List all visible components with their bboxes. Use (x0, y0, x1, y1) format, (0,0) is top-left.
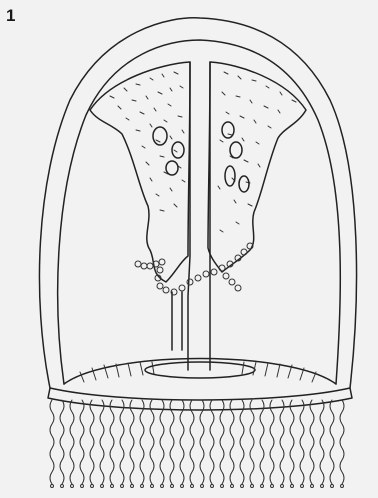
tentacle-tip (101, 485, 104, 488)
tentacle (240, 400, 244, 484)
gonad-stippling (110, 72, 296, 232)
outer-bell-outline (39, 18, 356, 388)
tentacle (90, 400, 94, 484)
tentacle (330, 400, 334, 484)
tentacle (140, 400, 144, 484)
tentacle (100, 400, 104, 484)
tentacle (290, 400, 294, 484)
tentacles (50, 400, 344, 488)
tentacle (270, 400, 274, 484)
tentacle (120, 400, 124, 484)
tentacle (210, 400, 214, 484)
gonad-left (90, 62, 190, 282)
tentacle-tip (111, 485, 114, 488)
velum-ring (145, 362, 255, 378)
manubrium (188, 62, 210, 370)
tentacle-tip (301, 485, 304, 488)
tentacle-tip (311, 485, 314, 488)
tentacle-tip (151, 485, 154, 488)
tentacle (320, 400, 324, 484)
inner-bell-outline (58, 40, 341, 384)
tentacle (180, 400, 184, 484)
tentacle-tip (331, 485, 334, 488)
tentacle-tip (61, 485, 64, 488)
tentacle (60, 400, 64, 484)
tentacle (80, 400, 84, 484)
tentacle (70, 400, 74, 484)
tentacle-tip (271, 485, 274, 488)
tentacle-tip (171, 485, 174, 488)
tentacle-tip (91, 485, 94, 488)
tentacle-tip (281, 485, 284, 488)
tentacle (280, 400, 284, 484)
tentacle (310, 400, 314, 484)
tentacle (130, 400, 134, 484)
tentacle (300, 400, 304, 484)
velum-band (48, 388, 352, 410)
tentacle (260, 400, 264, 484)
tentacle-tip (221, 485, 224, 488)
tentacle (50, 400, 54, 484)
tentacle (220, 400, 224, 484)
tentacle-tip (211, 485, 214, 488)
tentacle-tip (81, 485, 84, 488)
tentacle-tip (251, 485, 254, 488)
tentacle-tip (131, 485, 134, 488)
tentacle-tip (321, 485, 324, 488)
tentacle (340, 400, 344, 484)
tentacle-tip (191, 485, 194, 488)
gonad-right (208, 62, 306, 272)
tentacle-tip (241, 485, 244, 488)
beaded-chain (135, 243, 253, 295)
tentacle-tip (261, 485, 264, 488)
gonad-ovals (153, 122, 249, 192)
tentacle (160, 400, 164, 484)
tentacle (230, 400, 234, 484)
manubrium-left-column (172, 292, 182, 350)
tentacle-tip (161, 485, 164, 488)
tentacle-tip (201, 485, 204, 488)
tentacle (170, 400, 174, 484)
tentacle (110, 400, 114, 484)
tentacle-tip (231, 485, 234, 488)
tentacle-tip (341, 485, 344, 488)
tentacle (190, 400, 194, 484)
tentacle (200, 400, 204, 484)
tentacle-tip (121, 485, 124, 488)
tentacle-tip (71, 485, 74, 488)
tentacle-tip (141, 485, 144, 488)
tentacle-tip (291, 485, 294, 488)
tentacle (250, 400, 254, 484)
tentacle (150, 400, 154, 484)
tentacle-tip (51, 485, 54, 488)
tentacle-tip (181, 485, 184, 488)
